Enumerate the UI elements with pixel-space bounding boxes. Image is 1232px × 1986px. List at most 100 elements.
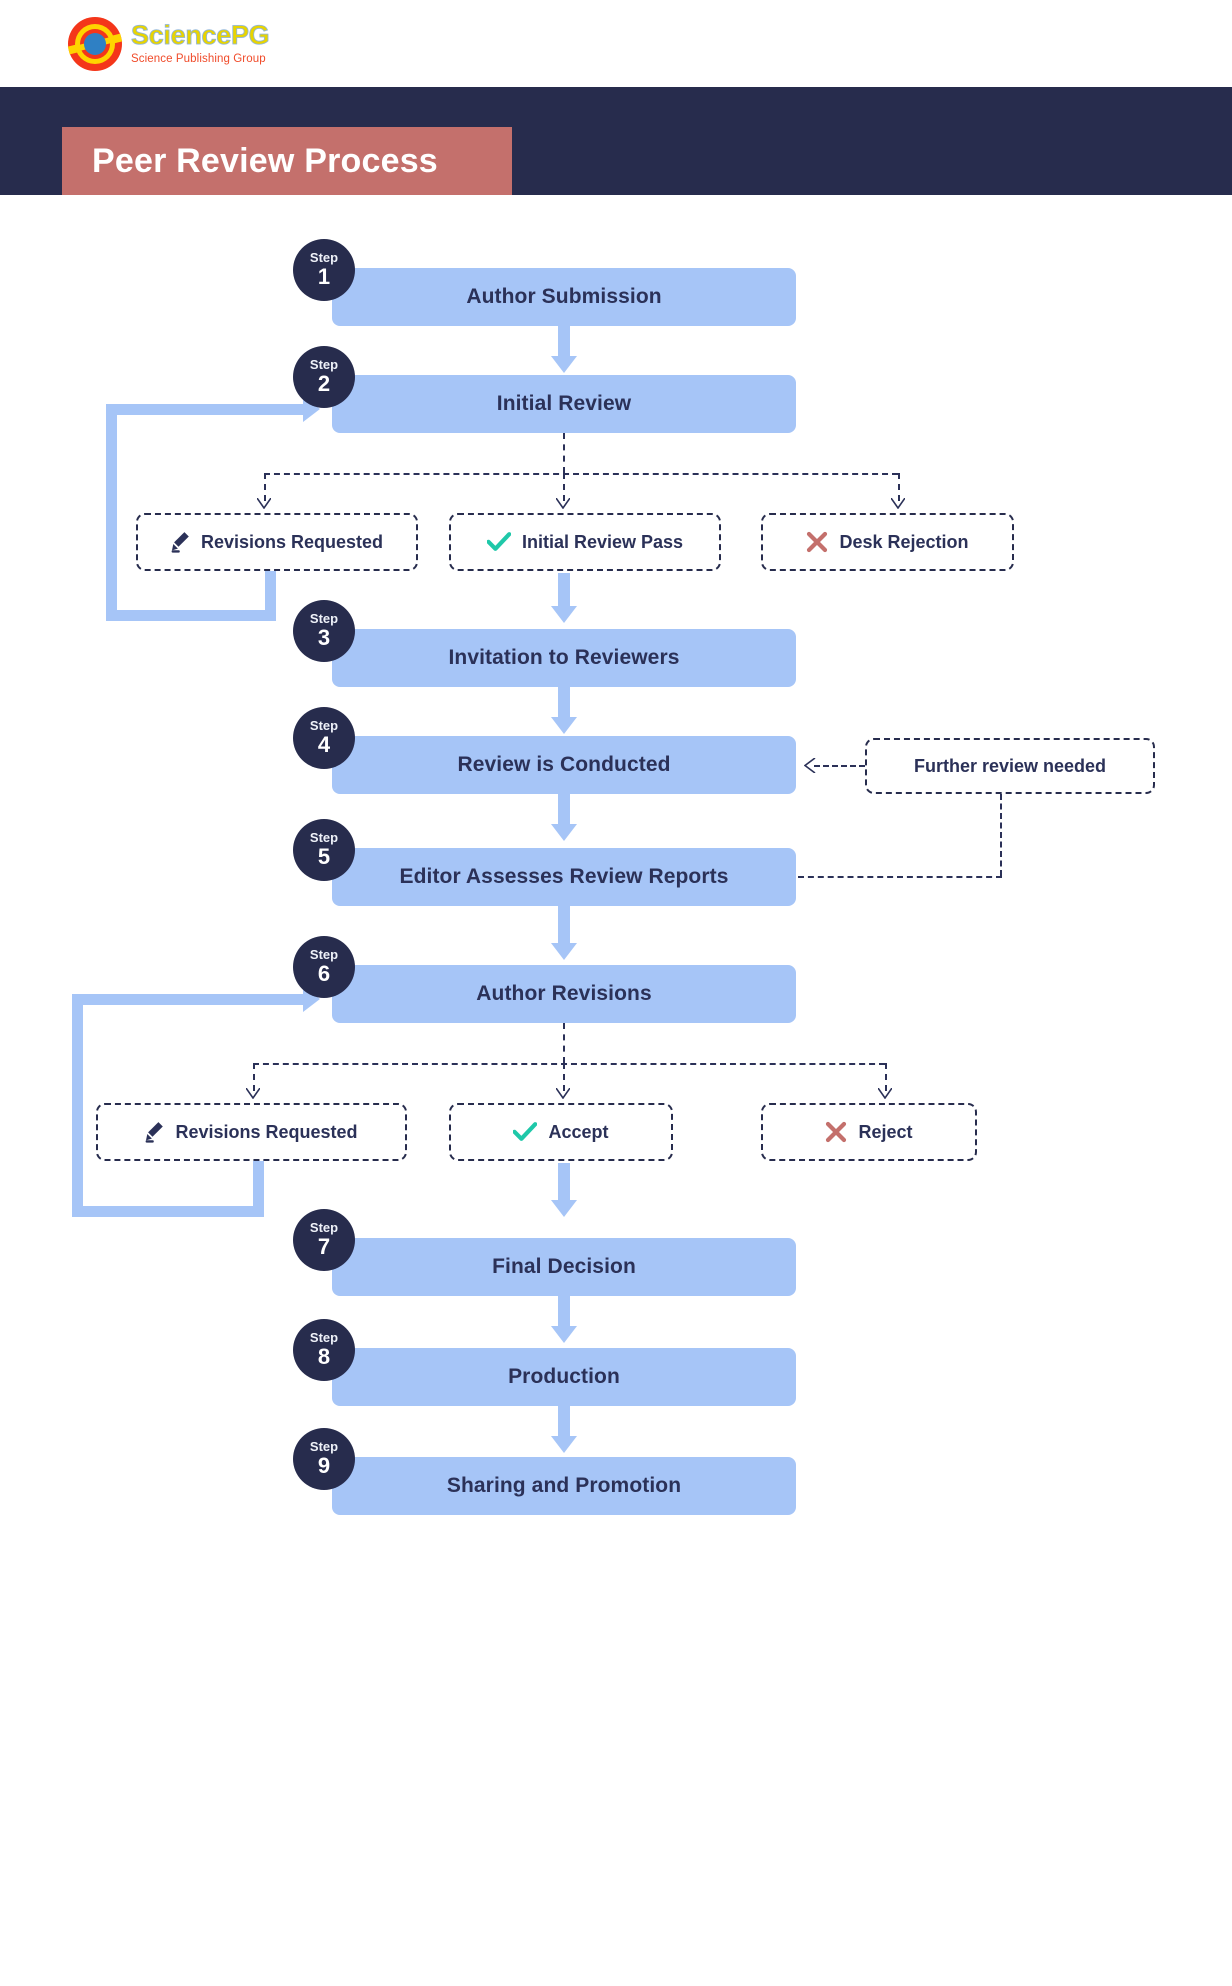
arrow-5-to-6-shaft xyxy=(558,906,570,944)
step-word: Step xyxy=(309,250,339,266)
step-label: Production xyxy=(508,1365,620,1388)
step-box-final-decision[interactable]: Final Decision xyxy=(332,1238,796,1296)
step-word: Step xyxy=(309,1220,339,1236)
outcome-box-revisions-requested-1[interactable]: Revisions Requested xyxy=(136,513,418,571)
step-word: Step xyxy=(309,1330,339,1346)
arrowhead-note-to-step4-icon xyxy=(804,758,816,773)
step-label: Author Submission xyxy=(466,285,662,308)
step-box-production[interactable]: Production xyxy=(332,1348,796,1406)
step-word: Step xyxy=(309,718,339,734)
outcome-box-revisions-requested-2[interactable]: Revisions Requested xyxy=(96,1103,407,1161)
dash-initial-review-bus xyxy=(264,473,898,475)
loop2-bottom xyxy=(72,1206,264,1217)
step-number: 7 xyxy=(317,1234,331,1260)
arrow-accept-to-7-shaft xyxy=(558,1163,570,1201)
loop2-down-stub xyxy=(253,1161,264,1217)
outcome-label: Reject xyxy=(858,1121,913,1142)
step-number: 4 xyxy=(317,732,331,758)
loop1-top xyxy=(106,404,306,415)
step-box-review-is-conducted[interactable]: Review is Conducted xyxy=(332,736,796,794)
page-title-chip: Peer Review Process xyxy=(62,127,512,195)
step-number: 5 xyxy=(317,844,331,870)
sciencepg-circles-logo-icon xyxy=(67,17,123,71)
arrow-4-to-5-head xyxy=(551,824,577,841)
pencil-icon xyxy=(171,531,190,553)
dash-note-to-step4 xyxy=(814,765,865,767)
arrow-7-to-8-head xyxy=(551,1326,577,1343)
step-word: Step xyxy=(309,357,339,373)
step-label: Final Decision xyxy=(492,1255,636,1278)
arrow-pass-to-3-shaft xyxy=(558,573,570,607)
brand-title: SciencePG xyxy=(131,20,270,51)
step-label: Author Revisions xyxy=(476,982,652,1005)
arrowhead-revisions-2-icon xyxy=(246,1088,260,1099)
loop1-down-stub xyxy=(265,571,276,621)
step-number: 8 xyxy=(317,1344,331,1370)
arrowhead-accept-icon xyxy=(556,1088,570,1099)
dash-author-revisions-bus xyxy=(253,1063,885,1065)
dash-note-to-step5 xyxy=(798,876,1002,878)
dash-drop-reject xyxy=(885,1063,887,1091)
arrowhead-revisions-icon xyxy=(257,498,271,509)
outcome-box-desk-rejection[interactable]: Desk Rejection xyxy=(761,513,1014,571)
outcome-box-initial-review-pass[interactable]: Initial Review Pass xyxy=(449,513,721,571)
step-label: Sharing and Promotion xyxy=(446,1474,682,1497)
brand-logo[interactable]: SciencePG Science Publishing Group xyxy=(67,17,270,71)
loop2-top xyxy=(72,994,306,1005)
step-box-sharing-and-promotion[interactable]: Sharing and Promotion xyxy=(332,1457,796,1515)
outcome-box-accept[interactable]: Accept xyxy=(449,1103,673,1161)
arrow-3-to-4-head xyxy=(551,717,577,734)
loop2-left xyxy=(72,994,83,1217)
brand-subtitle: Science Publishing Group xyxy=(131,53,266,66)
arrowhead-pass-icon xyxy=(556,498,570,509)
step-badge-6: Step 6 xyxy=(293,936,355,998)
dash-drop-rejection xyxy=(898,473,900,501)
step-box-invitation-to-reviewers[interactable]: Invitation to Reviewers xyxy=(332,629,796,687)
loop1-left xyxy=(106,404,117,621)
arrow-3-to-4-shaft xyxy=(558,687,570,718)
outcome-box-reject[interactable]: Reject xyxy=(761,1103,977,1161)
step-badge-9: Step 9 xyxy=(293,1428,355,1490)
dash-drop-revisions-2 xyxy=(253,1063,255,1091)
step-box-initial-review[interactable]: Initial Review xyxy=(332,375,796,433)
outcome-label: Initial Review Pass xyxy=(521,531,684,552)
arrow-8-to-9-head xyxy=(551,1436,577,1453)
step-word: Step xyxy=(309,947,339,963)
dash-initial-review-stem xyxy=(563,433,565,473)
page-title: Peer Review Process xyxy=(92,141,438,180)
step-number: 6 xyxy=(317,961,331,987)
step-box-author-revisions[interactable]: Author Revisions xyxy=(332,965,796,1023)
step-number: 2 xyxy=(317,371,331,397)
step-badge-5: Step 5 xyxy=(293,819,355,881)
flow-canvas: Author Submission Step 1 Initial Review … xyxy=(0,195,1232,1986)
cross-icon xyxy=(806,531,828,553)
note-label: Further review needed xyxy=(913,755,1107,776)
arrow-pass-to-3-head xyxy=(551,606,577,623)
check-icon xyxy=(513,1122,538,1142)
note-box-further-review-needed[interactable]: Further review needed xyxy=(865,738,1155,794)
step-word: Step xyxy=(309,830,339,846)
arrow-4-to-5-shaft xyxy=(558,794,570,825)
arrow-5-to-6-head xyxy=(551,943,577,960)
step-label: Invitation to Reviewers xyxy=(448,646,680,669)
step-word: Step xyxy=(309,1439,339,1455)
outcome-label: Revisions Requested xyxy=(200,531,384,552)
step-badge-1: Step 1 xyxy=(293,239,355,301)
step-badge-7: Step 7 xyxy=(293,1209,355,1271)
step-badge-3: Step 3 xyxy=(293,600,355,662)
step-number: 9 xyxy=(317,1453,331,1479)
arrow-7-to-8-shaft xyxy=(558,1296,570,1327)
pencil-icon xyxy=(145,1121,164,1143)
loop1-bottom xyxy=(106,610,276,621)
dash-drop-pass xyxy=(563,473,565,501)
outcome-label: Desk Rejection xyxy=(839,531,969,552)
dash-drop-revisions xyxy=(264,473,266,501)
step-label: Editor Assesses Review Reports xyxy=(399,865,729,888)
arrow-1-to-2-shaft xyxy=(558,326,570,357)
dash-author-revisions-stem xyxy=(563,1023,565,1063)
step-box-editor-assesses-review-reports[interactable]: Editor Assesses Review Reports xyxy=(332,848,796,906)
step-box-author-submission[interactable]: Author Submission xyxy=(332,268,796,326)
step-badge-4: Step 4 xyxy=(293,707,355,769)
dash-note-vertical xyxy=(1000,794,1002,876)
